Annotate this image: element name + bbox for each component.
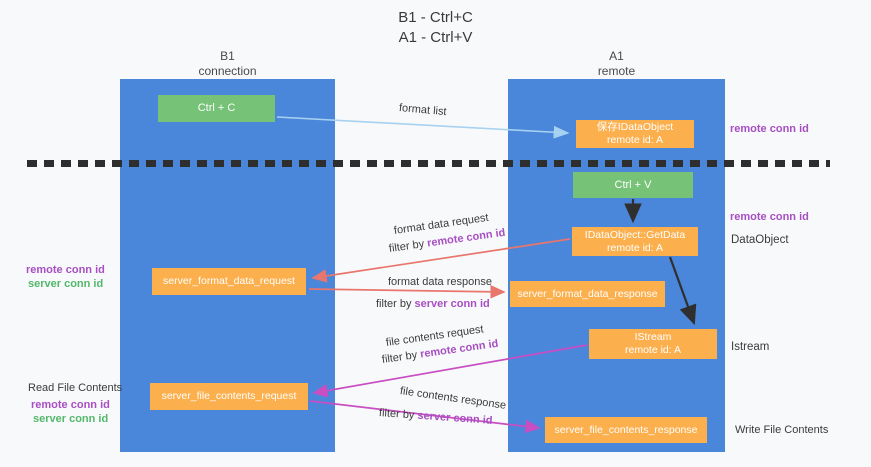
lane-header-a1-line1: A1 — [609, 49, 624, 63]
format-data-response-label: format data response — [388, 276, 492, 288]
server-file-contents-request-label: server_file_contents_request — [161, 390, 297, 402]
istream-side-label: Istream — [731, 341, 770, 353]
istream-box: IStream remote id: A — [589, 329, 717, 359]
ctrl-v-box: Ctrl + V — [573, 172, 693, 198]
filter-by-text: filter by — [388, 238, 425, 255]
lane-header-b1-line2: connection — [198, 64, 257, 78]
lane-header-a1: A1 remote — [508, 49, 725, 79]
arrow-format-data-response — [308, 284, 506, 299]
save-idataobject-line1: 保存IDataObject — [596, 121, 674, 133]
server-file-contents-response-label: server_file_contents_response — [554, 423, 698, 436]
write-file-contents-label: Write File Contents — [735, 424, 829, 436]
ctrl-c-label: Ctrl + C — [197, 102, 236, 114]
istream-line2: remote id: A — [624, 344, 682, 356]
ctrl-c-box: Ctrl + C — [158, 95, 275, 122]
title-line-2: A1 - Ctrl+V — [398, 29, 473, 46]
lane-header-b1: B1 connection — [120, 49, 335, 79]
server-conn-id-key: server conn id — [417, 409, 493, 427]
save-idataobject-line2: remote id: A — [606, 134, 664, 146]
ctrl-v-label: Ctrl + V — [614, 178, 652, 191]
remote-conn-id-left-mid: remote conn id — [26, 264, 105, 276]
remote-conn-id-right-mid: remote conn id — [730, 211, 809, 223]
diagram-title: B1 - Ctrl+C A1 - Ctrl+V — [0, 8, 871, 48]
server-format-data-response-label: server_format_data_response — [517, 287, 658, 300]
read-file-contents-label: Read File Contents — [28, 382, 123, 394]
istream-line1: IStream — [634, 331, 672, 343]
server-format-data-response-box: server_format_data_response — [510, 281, 665, 307]
remote-conn-id-left-bottom: remote conn id — [31, 399, 110, 411]
idataobject-getdata-box: IDataObject::GetData remote id: A — [572, 227, 698, 256]
server-format-data-request-box: server_format_data_request — [152, 268, 306, 295]
dataobject-label: DataObject — [731, 234, 789, 246]
server-file-contents-request-box: server_file_contents_request — [150, 383, 308, 410]
filter-by-text: filter by — [378, 407, 415, 422]
idataobject-getdata-line2: remote id: A — [606, 241, 664, 254]
filter-by-text: filter by — [381, 349, 418, 366]
save-idataobject-box: 保存IDataObject remote id: A — [576, 120, 694, 148]
lane-header-b1-line1: B1 — [220, 49, 235, 63]
server-format-data-request-label: server_format_data_request — [163, 275, 295, 287]
idataobject-getdata-line1: IDataObject::GetData — [584, 228, 686, 241]
server-conn-id-key: server conn id — [414, 298, 490, 310]
server-file-contents-response-box: server_file_contents_response — [545, 417, 707, 443]
format-list-label: format list — [398, 102, 448, 119]
format-data-response-filter-label: filter by server conn id — [376, 298, 490, 310]
server-conn-id-left-bottom: server conn id — [33, 413, 109, 425]
file-contents-response-label: file contents response — [399, 385, 507, 412]
remote-conn-id-right-top: remote conn id — [730, 123, 809, 135]
filter-by-text: filter by — [376, 298, 412, 310]
file-contents-response-filter-label: filter by server conn id — [379, 407, 493, 427]
lane-header-a1-line2: remote — [597, 64, 636, 78]
dashed-divider-line — [27, 160, 830, 167]
server-conn-id-left-mid: server conn id — [28, 278, 104, 290]
title-line-1: B1 - Ctrl+C — [398, 9, 473, 26]
